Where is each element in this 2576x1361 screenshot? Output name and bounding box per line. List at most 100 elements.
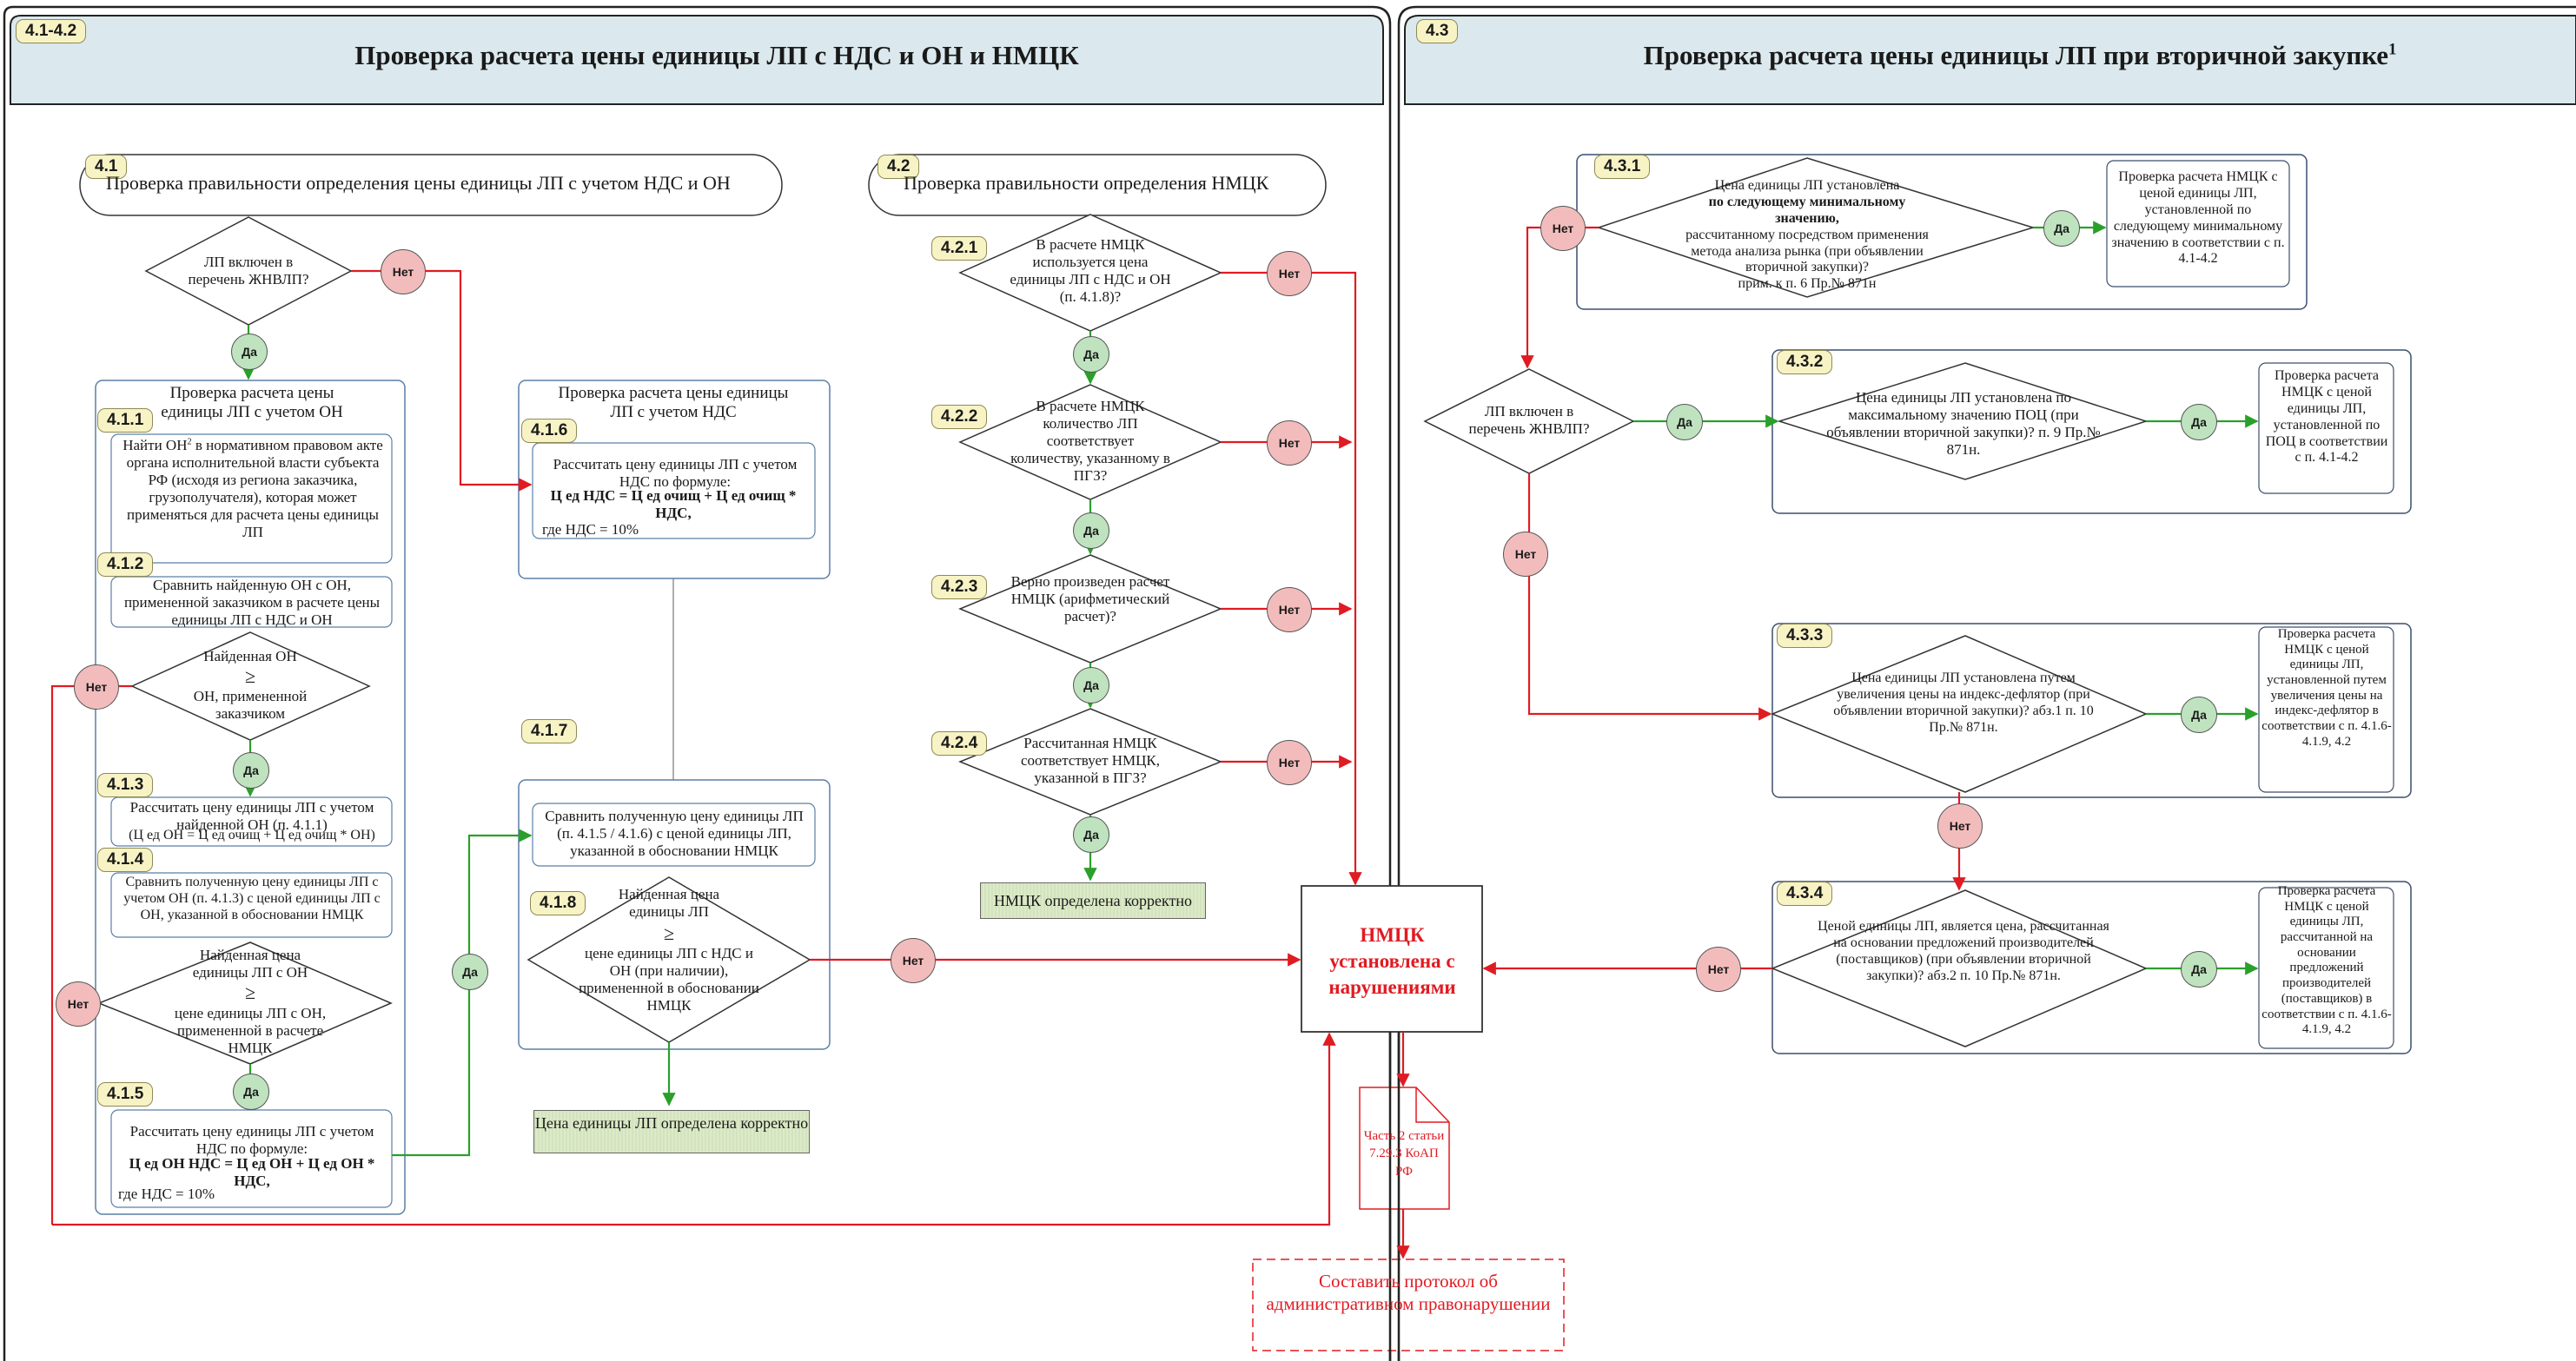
s412-decision-ge: ≥: [244, 665, 256, 687]
no-badge-418: Нет: [891, 938, 936, 983]
no-badge-414: Нет: [56, 981, 101, 1027]
s414-decision-line1: Найденная цена единицы ЛП с ОН: [192, 947, 308, 981]
s434-tag: 4.3.4: [1777, 882, 1833, 906]
s434-text: Ценой единицы ЛП, является цена, рассчит…: [1818, 919, 2109, 983]
note-doc-shape: [1359, 1087, 1450, 1210]
s412-text: Сравнить найденную ОН с ОН, примененной …: [123, 577, 381, 629]
nds-group-container: [518, 380, 831, 579]
s415-text: Рассчитать цену единицы ЛП с учетом НДС …: [129, 1123, 374, 1158]
s433-result-box: [2258, 626, 2394, 793]
s423-text: Верно произведен расчет НМЦК (арифметиче…: [1010, 573, 1170, 625]
s413-tag: 4.1.3: [97, 773, 154, 797]
s417-tag: 4.1.7: [521, 719, 578, 743]
section-41-title-pill: [79, 154, 783, 216]
section-42-tag: 4.2: [877, 155, 920, 179]
s431-text-3: прим. к п. 6 Пр.№ 871н: [1738, 276, 1877, 292]
s412-decision-line1: Найденная ОН: [203, 648, 297, 664]
s433-decision: [1771, 635, 2148, 793]
decision-zhnvlp-right-text: ЛП включен в перечень ЖНВЛП?: [1468, 403, 1590, 438]
s416-formula: Ц ед НДС = Ц ед очищ + Ц ед очищ * НДС,: [550, 487, 797, 522]
right-header-title-text: Проверка расчета цены единицы ЛП при вто…: [1643, 40, 2389, 70]
s418-decision-ge: ≥: [663, 922, 675, 944]
s433-container: [1771, 623, 2412, 798]
s422-tag: 4.2.2: [931, 405, 988, 429]
s418-decision-line1: Найденная цена единицы ЛП: [618, 886, 720, 921]
s433-tag: 4.3.3: [1777, 624, 1833, 648]
s413-formula: (Ц ед ОН = Ц ед очищ + Ц ед очищ * ОН): [129, 828, 375, 842]
no-badge-434: Нет: [1696, 947, 1741, 992]
s431-text-1: Цена единицы ЛП установлена: [1714, 178, 1900, 193]
s432-container: [1771, 349, 2412, 514]
s414-tag: 4.1.4: [97, 848, 154, 872]
s414-decision-ge: ≥: [244, 981, 256, 1003]
s415-formula: Ц ед ОН НДС = Ц ед ОН + Ц ед ОН * НДС,: [129, 1155, 375, 1190]
s432-result-text: Проверка расчета НМЦК с ценой единицы ЛП…: [2265, 368, 2388, 466]
violation-box: [1301, 885, 1483, 1033]
left-header-tag: 4.1-4.2: [16, 19, 87, 43]
no-badge-431: Нет: [1540, 206, 1586, 251]
left-header-band: [10, 15, 1384, 105]
s421-text: В расчете НМЦК используется цена единицы…: [1010, 236, 1171, 306]
s432-decision: [1777, 362, 2149, 480]
yes-badge-41-zhnvlp: Да: [231, 334, 268, 370]
s416-box: [532, 442, 816, 539]
s416-text: Рассчитать цену единицы ЛП с учетом НДС …: [553, 456, 798, 491]
s434-decision: [1771, 889, 2148, 1047]
section-41-title: Проверка правильности определения цены е…: [106, 172, 731, 194]
yes-badge-421: Да: [1073, 336, 1109, 373]
s413-text: Рассчитать цену единицы ЛП с учетом найд…: [129, 799, 374, 834]
nds-group-title: Проверка расчета цены единицы ЛП с учето…: [558, 384, 789, 422]
s412-decision-line2: ОН, примененной заказчиком: [193, 688, 308, 723]
yes-badge-432: Да: [2181, 404, 2217, 440]
violation-text: НМЦК установлена с нарушениями: [1328, 924, 1456, 998]
on-group-container: [95, 380, 406, 1215]
result-nmck-ok: НМЦК определена корректно: [980, 882, 1206, 919]
left-panel-frame: [3, 5, 1392, 1361]
s411-text-a: Найти ОН: [123, 437, 188, 453]
right-header-band: [1404, 15, 2576, 105]
no-badge-412: Нет: [74, 664, 119, 710]
s424-text: Рассчитанная НМЦК соответствует НМЦК, ук…: [1020, 735, 1161, 787]
s431-text: Цена единицы ЛП установлена по следующем…: [1677, 178, 1937, 293]
s415-box: [110, 1109, 393, 1208]
s416-tag: 4.1.6: [521, 419, 578, 443]
s422-text: В расчете НМЦК количество ЛП соответству…: [1010, 398, 1170, 485]
yes-badge-412: Да: [233, 752, 269, 789]
yes-badge-431: Да: [2043, 210, 2080, 247]
s416-nds: где НДС = 10%: [542, 521, 639, 538]
no-badge-433: Нет: [1937, 803, 1983, 849]
s411-footnote-mark: 2: [187, 437, 192, 447]
yes-badge-right-zhnvlp: Да: [1666, 404, 1703, 440]
s418-decision-line2: цене единицы ЛП с НДС и ОН (при наличии)…: [579, 945, 759, 1014]
protocol-text: Составить протокол об административном п…: [1266, 1271, 1551, 1315]
no-badge-421: Нет: [1267, 251, 1312, 296]
right-header-title: Проверка расчета цены единицы ЛП при вто…: [1477, 40, 2563, 71]
s433-text: Цена единицы ЛП установлена путем увелич…: [1833, 671, 2094, 735]
result-price-ok: Цена единицы ЛП определена корректно: [533, 1110, 810, 1153]
s424-tag: 4.2.4: [931, 731, 988, 756]
s431-result-text: Проверка расчета НМЦК с ценой единицы ЛП…: [2111, 169, 2285, 267]
s432-result-box: [2258, 362, 2394, 494]
s432-tag: 4.3.2: [1777, 350, 1833, 374]
yes-badge-422: Да: [1073, 512, 1109, 549]
s431-text-2: рассчитанному посредством применения мет…: [1685, 227, 1929, 275]
yes-badge-433: Да: [2181, 697, 2217, 733]
yes-badge-424: Да: [1073, 816, 1109, 853]
s411-tag: 4.1.1: [97, 408, 154, 433]
s415-nds: где НДС = 10%: [118, 1186, 215, 1202]
yes-badge-423: Да: [1073, 667, 1109, 704]
protocol-box: [1252, 1259, 1565, 1351]
s431-decision: [1596, 157, 2036, 298]
s432-text: Цена единицы ЛП установлена по максималь…: [1826, 389, 2101, 459]
s411-text: Найти ОН2 в нормативном правовом акте ор…: [118, 437, 387, 541]
s415-tag: 4.1.5: [97, 1082, 154, 1107]
s431-result-box: [2106, 160, 2290, 287]
left-header-title: Проверка расчета цены единицы ЛП с НДС и…: [354, 40, 1079, 70]
s414-decision-line2: цене единицы ЛП с ОН, примененной в расч…: [174, 1005, 327, 1057]
s412-box: [110, 576, 393, 628]
yes-badge-434: Да: [2181, 951, 2217, 988]
s423-tag: 4.2.3: [931, 575, 988, 599]
s414-text: Сравнить полученную цену единицы ЛП с уч…: [123, 875, 381, 922]
s434-result-text: Проверка расчета НМЦК с ценой единицы ЛП…: [2261, 884, 2392, 1037]
